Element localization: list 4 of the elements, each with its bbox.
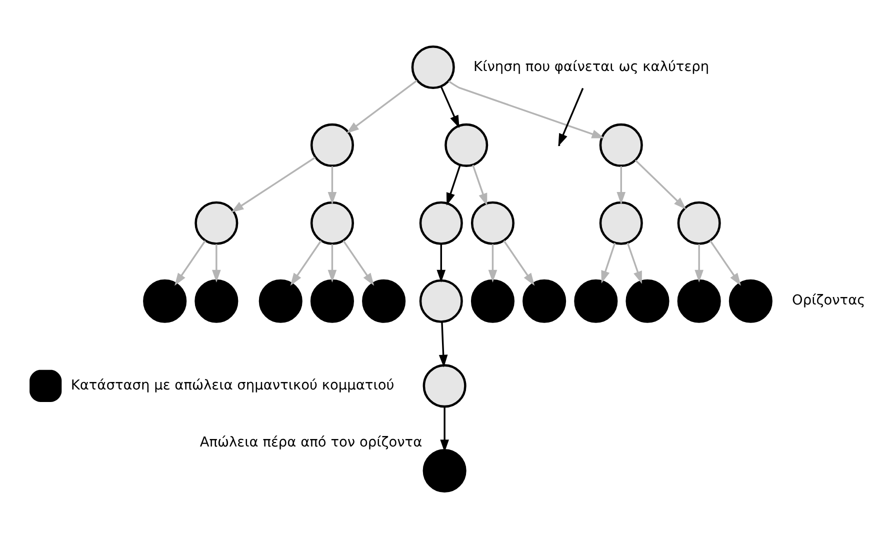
node-text: Κίνηση που φαίνεται ως καλύτερη (474, 58, 710, 75)
legend-label: Κατάσταση με απώλεια σημαντικού κομματιού (70, 377, 394, 394)
label: Ορίζοντας (792, 292, 866, 309)
node-label: Απώλεια πέρα από τον ορίζοντα (200, 434, 422, 450)
